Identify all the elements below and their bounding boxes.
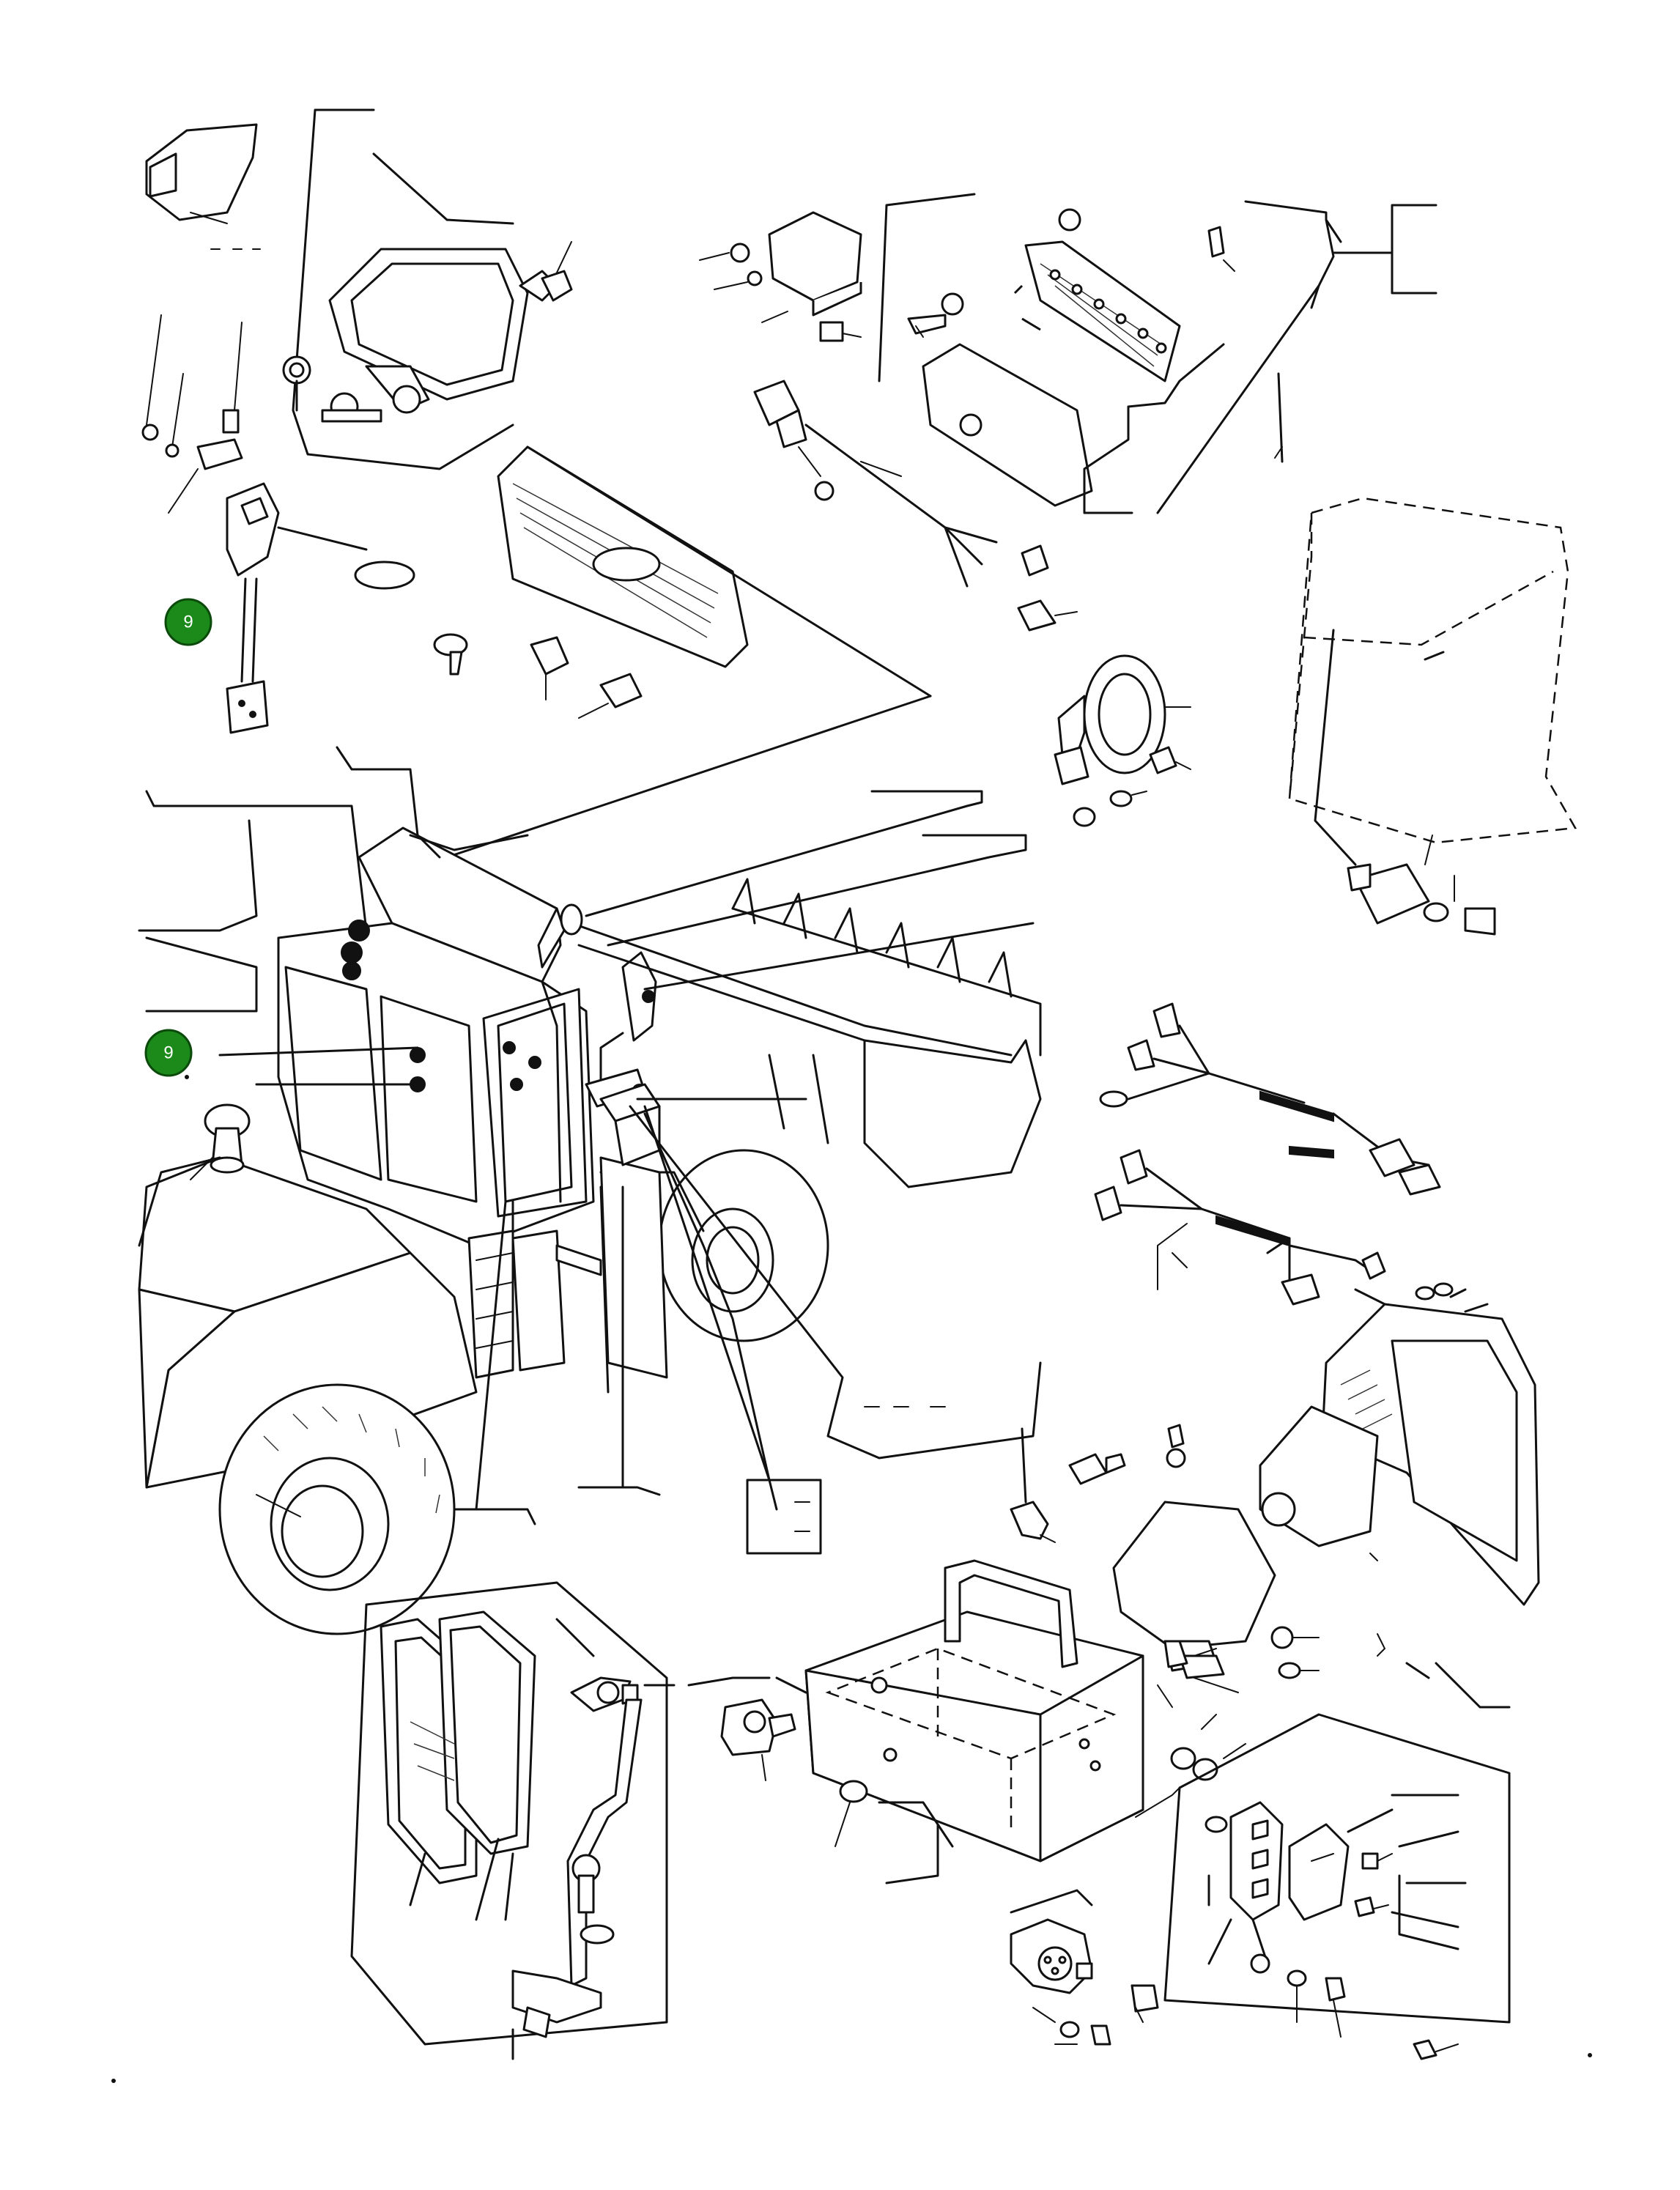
loader-machine-illustration xyxy=(138,826,1042,1635)
wire-harness-part xyxy=(753,380,1078,632)
switch-bracket-part xyxy=(1163,1662,1511,2060)
window-seal-mirror-part xyxy=(350,1581,676,2060)
callout-2[interactable]: 9 xyxy=(144,1029,193,1077)
callout-circle xyxy=(164,598,212,646)
cable-harness-part xyxy=(1094,1002,1441,1306)
bulb-holder-part xyxy=(1010,1424,1186,1543)
leader-lines xyxy=(138,746,1042,1555)
battery-tray-part xyxy=(687,1559,1246,1884)
connector-cover-part xyxy=(145,123,261,250)
fuse-box-part xyxy=(878,193,1437,514)
round-lamp-part xyxy=(1112,1405,1386,1693)
work-lamp-part xyxy=(282,108,529,470)
socket-connector-part xyxy=(1010,1889,1159,2046)
page-marks xyxy=(111,1075,1592,2083)
relay-part xyxy=(699,211,862,342)
callout-1[interactable]: 9 xyxy=(164,598,212,646)
column-switch-part xyxy=(141,314,415,734)
bucket-outline-part xyxy=(1288,497,1577,936)
callout-label: 9 xyxy=(183,613,193,632)
callout-circle xyxy=(144,1029,193,1077)
horn-part xyxy=(1054,654,1191,827)
bulb-part xyxy=(519,241,573,302)
tail-light-part xyxy=(423,445,932,866)
lamp-bracket-plate-part xyxy=(1321,1282,1540,1606)
callout-label: 9 xyxy=(163,1043,173,1063)
screw-and-bulbs-part xyxy=(433,633,643,719)
